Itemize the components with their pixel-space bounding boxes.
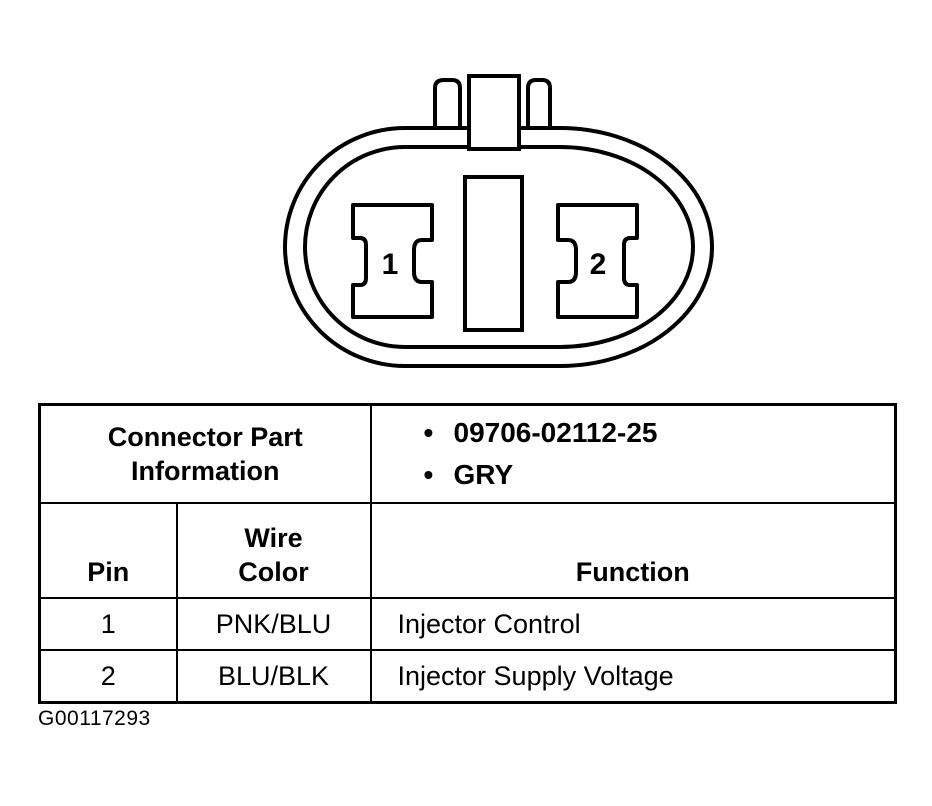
table-row: 2 BLU/BLK Injector Supply Voltage bbox=[38, 649, 897, 704]
header-wire-color: Wire Color bbox=[175, 502, 372, 599]
wire-color-cell: PNK/BLU bbox=[175, 597, 372, 651]
center-key bbox=[463, 175, 524, 332]
header-function-text: Function bbox=[575, 557, 690, 587]
connector-part-label-line1: Connector Part bbox=[107, 422, 303, 452]
header-pin-text: Pin bbox=[87, 557, 130, 587]
bullet-icon: • bbox=[423, 459, 434, 490]
header-function: Function bbox=[369, 502, 897, 599]
connector-face-diagram: 1 2 bbox=[283, 74, 714, 368]
connector-info-row: Connector Part Information • 09706-02112-… bbox=[38, 403, 897, 504]
header-pin: Pin bbox=[38, 502, 178, 599]
pin-2-cavity bbox=[556, 203, 639, 319]
function-cell: Injector Control bbox=[369, 597, 897, 651]
pin-cell: 2 bbox=[38, 649, 178, 704]
pin-1-cavity bbox=[351, 203, 434, 319]
bullet-icon: • bbox=[423, 417, 434, 448]
connector-part-info-label: Connector Part Information bbox=[38, 403, 372, 504]
pin-2-label: 2 bbox=[590, 248, 607, 281]
part-number-line: • 09706-02112-25 bbox=[424, 412, 895, 454]
table-row: 1 PNK/BLU Injector Control bbox=[38, 597, 897, 651]
color-code-line: • GRY bbox=[424, 454, 895, 496]
header-wire-color-line2: Color bbox=[238, 557, 309, 587]
locking-tab-base bbox=[467, 74, 521, 151]
pin-cell: 1 bbox=[38, 597, 178, 651]
connector-pinout-table: Connector Part Information • 09706-02112-… bbox=[38, 403, 897, 704]
function-cell: Injector Supply Voltage bbox=[369, 649, 897, 704]
wire-color-cell: BLU/BLK bbox=[175, 649, 372, 704]
column-header-row: Pin Wire Color Function bbox=[38, 502, 897, 599]
figure-id: G00117293 bbox=[38, 707, 151, 730]
part-number: 09706-02112-25 bbox=[453, 417, 658, 448]
connector-part-info-values: • 09706-02112-25 • GRY bbox=[369, 403, 897, 504]
pin-1-label: 1 bbox=[382, 248, 399, 281]
connector-part-label-line2: Information bbox=[131, 456, 280, 486]
header-wire-color-line1: Wire bbox=[244, 523, 303, 553]
color-code: GRY bbox=[453, 459, 514, 490]
